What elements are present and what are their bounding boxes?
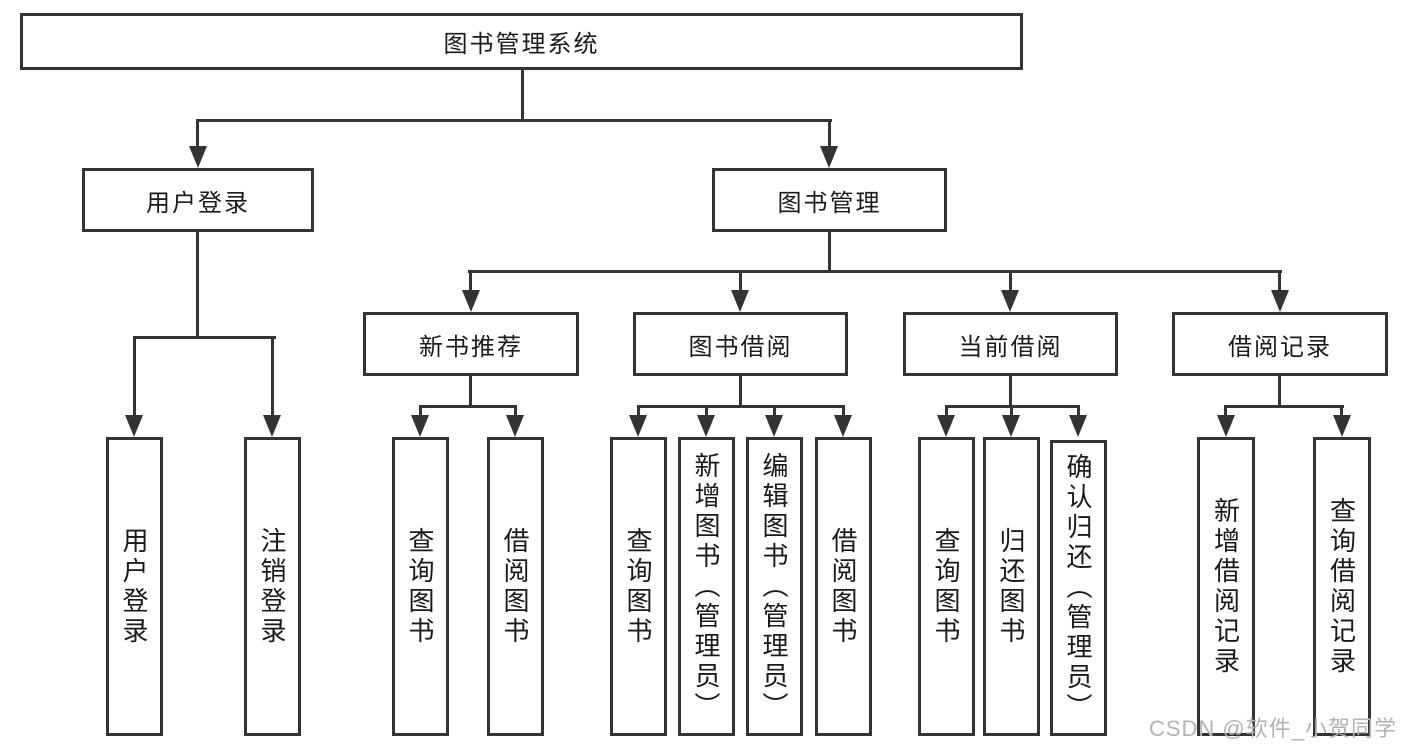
arrow-down-icon xyxy=(506,415,524,437)
leaf-borrow-books-borrowing: 借阅图书 xyxy=(815,437,872,736)
connector-stem xyxy=(739,375,742,407)
leaf-return-books: 归还图书 xyxy=(983,437,1040,736)
arrow-down-icon xyxy=(1069,415,1087,437)
leaf-query-borrow-record: 查询借阅记录 xyxy=(1313,437,1371,736)
connector-stem xyxy=(945,405,948,417)
node-label: 确认归还（管理员） xyxy=(1063,453,1093,723)
arrow-down-icon xyxy=(263,415,281,437)
connector-stem xyxy=(469,270,472,290)
connector-stem xyxy=(1278,375,1281,407)
connector-stem xyxy=(1009,375,1012,407)
connector-stem xyxy=(1009,270,1012,290)
arrow-down-icon xyxy=(411,415,429,437)
connector-stem xyxy=(637,405,640,417)
node-label: 借阅图书 xyxy=(828,526,858,647)
connector-stem xyxy=(739,270,742,290)
arrow-down-icon xyxy=(462,290,480,312)
node-label: 查询图书 xyxy=(623,526,653,647)
node-library-management-system: 图书管理系统 xyxy=(20,13,1023,70)
leaf-query-books-current: 查询图书 xyxy=(918,437,975,736)
node-borrowing-records: 借阅记录 xyxy=(1172,312,1388,376)
leaf-query-books-borrowing: 查询图书 xyxy=(610,437,667,736)
node-book-borrowing: 图书借阅 xyxy=(633,312,848,376)
arrow-down-icon xyxy=(820,146,838,168)
leaf-add-borrow-record: 新增借阅记录 xyxy=(1197,437,1255,736)
node-label: 用户登录 xyxy=(119,526,149,647)
leaf-confirm-return-admin: 确认归还（管理员） xyxy=(1050,440,1107,736)
node-label: 图书管理系统 xyxy=(443,31,600,58)
leaf-logout-login: 注销登录 xyxy=(244,437,301,736)
arrow-down-icon xyxy=(1271,290,1289,312)
node-label: 借阅记录 xyxy=(1228,333,1332,361)
node-label: 查询图书 xyxy=(931,526,961,647)
connector-stem xyxy=(196,232,199,337)
node-label: 新增借阅记录 xyxy=(1210,496,1241,677)
node-label: 查询图书 xyxy=(405,526,435,647)
arrow-down-icon xyxy=(1333,415,1351,437)
leaf-user-login: 用户登录 xyxy=(106,437,163,736)
node-label: 图书管理 xyxy=(777,189,882,217)
connector-stem xyxy=(271,336,274,415)
node-label: 查询借阅记录 xyxy=(1326,496,1357,677)
node-label: 图书借阅 xyxy=(688,333,793,361)
arrow-down-icon xyxy=(189,146,207,168)
node-book-management: 图书管理 xyxy=(712,168,947,232)
connector-stem xyxy=(1010,405,1013,417)
connector-stem xyxy=(1224,405,1227,417)
node-label: 编辑图书（管理员） xyxy=(759,451,789,722)
connector-hbar xyxy=(133,336,276,339)
leaf-query-books-recommend: 查询图书 xyxy=(392,437,449,736)
watermark: CSDN @软件_小贺同学 xyxy=(1148,716,1397,741)
arrow-down-icon xyxy=(1002,415,1020,437)
node-current-borrowing: 当前借阅 xyxy=(903,312,1118,376)
arrow-down-icon xyxy=(1001,290,1019,312)
node-label: 新增图书（管理员） xyxy=(691,451,721,722)
connector-stem xyxy=(521,69,524,120)
connector-stem xyxy=(828,119,831,146)
connector-stem xyxy=(842,405,845,417)
arrow-down-icon xyxy=(697,415,715,437)
connector-stem xyxy=(469,375,472,407)
connector-stem xyxy=(1340,405,1343,417)
connector-stem xyxy=(419,405,422,417)
leaf-add-book-admin: 新增图书（管理员） xyxy=(678,437,735,736)
connector-stem xyxy=(705,405,708,417)
arrow-down-icon xyxy=(1217,415,1235,437)
arrow-down-icon xyxy=(937,415,955,437)
connector-stem xyxy=(1077,405,1080,417)
connector-stem xyxy=(828,232,831,272)
connector-hbar xyxy=(419,405,517,408)
node-label: 注销登录 xyxy=(257,526,287,647)
node-new-book-recommendation: 新书推荐 xyxy=(363,312,579,376)
connector-hbar xyxy=(637,405,845,408)
connector-hbar xyxy=(196,119,832,122)
arrow-down-icon xyxy=(765,415,783,437)
leaf-borrow-books-recommend: 借阅图书 xyxy=(487,437,544,736)
arrow-down-icon xyxy=(125,415,143,437)
node-label: 当前借阅 xyxy=(958,333,1063,361)
connector-stem xyxy=(133,336,136,415)
connector-stem xyxy=(196,119,199,146)
arrow-down-icon xyxy=(629,415,647,437)
connector-stem xyxy=(1278,270,1281,290)
leaf-edit-book-admin: 编辑图书（管理员） xyxy=(746,437,803,736)
node-user-login: 用户登录 xyxy=(82,168,314,232)
arrow-down-icon xyxy=(731,290,749,312)
node-label: 借阅图书 xyxy=(500,526,530,647)
connector-hbar xyxy=(1224,405,1344,408)
connector-stem xyxy=(773,405,776,417)
node-label: 用户登录 xyxy=(146,189,250,217)
connector-stem xyxy=(514,405,517,417)
node-label: 归还图书 xyxy=(996,526,1026,647)
node-label: 新书推荐 xyxy=(419,333,523,361)
arrow-down-icon xyxy=(834,415,852,437)
connector-hbar xyxy=(468,270,1282,273)
